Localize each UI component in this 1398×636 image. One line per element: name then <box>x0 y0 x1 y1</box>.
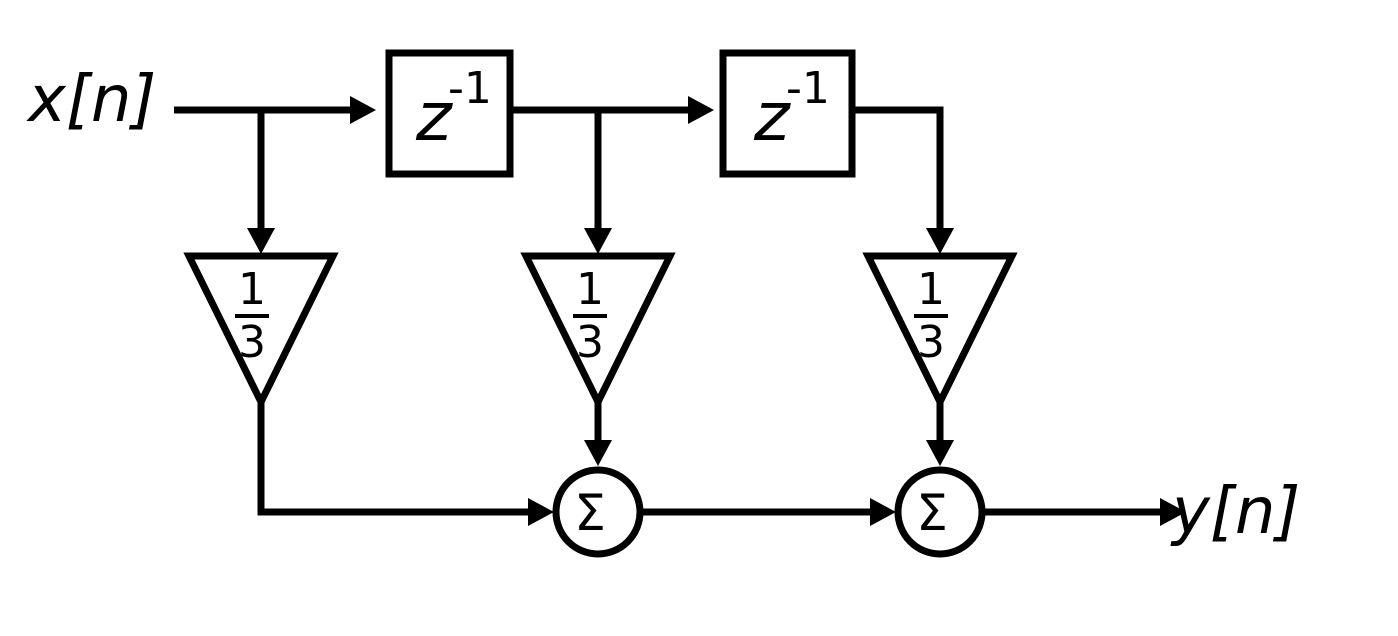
arrow-to-output <box>1160 498 1186 526</box>
adder-2: Σ <box>894 466 986 558</box>
arrow-to-gain-1 <box>247 228 275 254</box>
gain-3-triangle <box>862 252 1018 410</box>
gain-1-denominator: 3 <box>238 317 266 368</box>
arrow-to-gain-3 <box>926 228 954 254</box>
delay-2-symbol: z <box>753 78 791 157</box>
gain-2-denominator: 3 <box>576 317 604 368</box>
arrow-to-delay-1 <box>350 96 376 124</box>
gain-block-2: 1 3 <box>520 252 676 410</box>
gain-3-numerator: 1 <box>917 264 945 315</box>
gain-block-1: 1 3 <box>183 252 339 410</box>
adder-2-sigma: Σ <box>916 484 948 542</box>
gain-1-numerator: 1 <box>238 264 266 315</box>
output-label: y[n] <box>1170 475 1300 549</box>
gain-1-output-wire <box>257 402 528 516</box>
arrow-to-adder-2-top <box>926 440 954 466</box>
arrow-to-delay-2 <box>688 96 714 124</box>
gain-1-triangle <box>183 252 339 410</box>
input-label: x[n] <box>26 63 156 137</box>
adder-1-sigma: Σ <box>574 484 606 542</box>
arrow-to-adder-1-top <box>584 440 612 466</box>
delay-1-exponent: -1 <box>448 63 492 114</box>
delay-2-exponent: -1 <box>786 63 830 114</box>
gain-3-denominator: 3 <box>917 317 945 368</box>
arrow-to-adder-2-left <box>870 498 896 526</box>
delay-1-box <box>385 49 514 178</box>
gain-block-3: 1 3 <box>862 252 1018 410</box>
adder-1-circle <box>552 466 644 558</box>
delay-block-1: z -1 <box>385 49 514 178</box>
adder-2-circle <box>894 466 986 558</box>
delay-1-symbol: z <box>415 78 453 157</box>
arrow-to-adder-1-left <box>528 498 554 526</box>
delay-2-box <box>719 49 856 178</box>
gain-2-numerator: 1 <box>576 264 604 315</box>
delay-2-output-wire <box>852 106 944 228</box>
delay-block-2: z -1 <box>719 49 856 178</box>
adder-1: Σ <box>552 466 644 558</box>
gain-2-triangle <box>520 252 676 410</box>
arrow-to-gain-2 <box>584 228 612 254</box>
